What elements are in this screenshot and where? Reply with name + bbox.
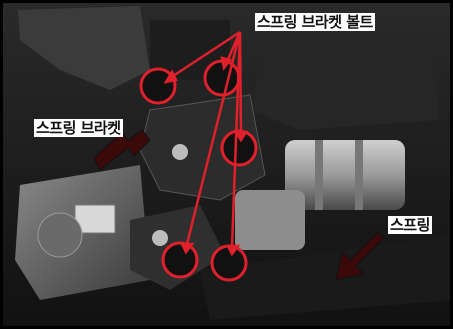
spring-pointer-arrow bbox=[335, 231, 385, 281]
bracket-bolt-head bbox=[152, 230, 168, 246]
lower-rail bbox=[200, 235, 453, 320]
bolt-callout-circle bbox=[203, 59, 241, 97]
starter-motor-band bbox=[315, 140, 323, 210]
bolt-callout-circle bbox=[210, 244, 248, 282]
bolt-callout-circle bbox=[161, 241, 199, 279]
starter-motor-band bbox=[355, 140, 363, 210]
gearbox-hub bbox=[37, 212, 83, 258]
gearbox-label-plate bbox=[74, 204, 116, 234]
spring-coil-housing bbox=[235, 190, 305, 250]
bolt-callout-circle bbox=[139, 67, 177, 105]
bracket-bolt-head bbox=[172, 144, 188, 160]
chassis-panel bbox=[250, 50, 440, 130]
spring-bracket-pointer-arrow bbox=[93, 129, 151, 171]
chassis-panel bbox=[18, 6, 150, 90]
spring-bracket-bolt-label: 스프링 브라켓 볼트 bbox=[255, 13, 375, 31]
spring-bracket-label: 스프링 브라켓 bbox=[34, 119, 123, 137]
callout-leader-lines bbox=[163, 30, 249, 257]
spring-label: 스프링 bbox=[388, 216, 432, 234]
